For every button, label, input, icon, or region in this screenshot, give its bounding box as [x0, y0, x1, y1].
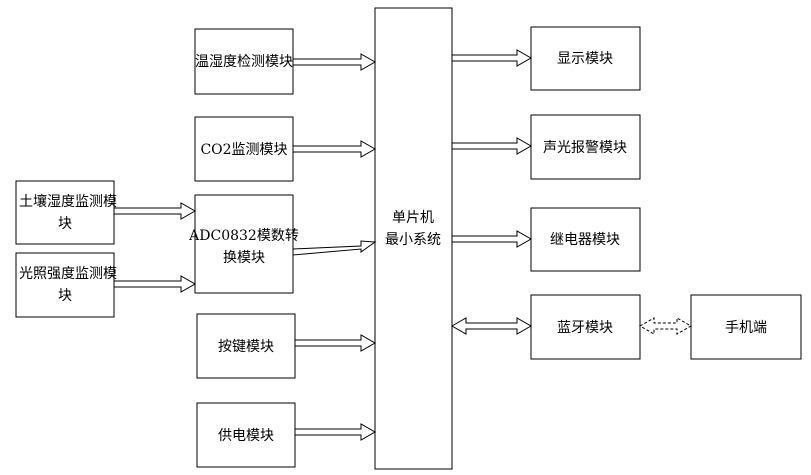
temp-humidity-label: 温湿度检测模块 — [195, 54, 293, 70]
arrow-mcu-to-alarm — [451, 137, 533, 155]
bluetooth-box — [530, 294, 641, 360]
phone-box — [690, 294, 802, 360]
mcu-box — [374, 7, 453, 470]
keys-label: 按键模块 — [218, 339, 274, 355]
display-box — [530, 26, 641, 91]
phone-node: 手机端 — [690, 294, 802, 360]
co2-label: CO2监测模块 — [200, 142, 287, 158]
sensor-node-light: 光照强度监测模 块 — [15, 252, 117, 318]
arrow-co2-to-mcu — [292, 140, 377, 158]
input-node-adc: ADC0832模数转 换模块 — [188, 194, 299, 294]
arrow-bluetooth-phone-wireless — [638, 317, 693, 335]
arrow-adc-to-mcu — [292, 240, 377, 256]
arrow-keys-to-mcu — [294, 334, 377, 352]
power-box — [196, 402, 296, 468]
input-node-temp-humidity: 温湿度检测模块 — [194, 28, 294, 95]
relay-label: 继电器模块 — [550, 232, 620, 248]
sensor-node-soil-moisture: 土壤湿度监测模 块 — [15, 180, 117, 245]
mcu-label-line-2: 最小系统 — [385, 232, 441, 248]
arrow-mcu-bluetooth-bidirectional — [450, 317, 533, 335]
output-node-alarm: 声光报警模块 — [530, 114, 641, 180]
arrow-mcu-to-display — [451, 49, 533, 67]
adc-label-line-2: 换模块 — [223, 249, 265, 266]
arrow-light-to-adc — [113, 275, 197, 293]
output-node-relay: 继电器模块 — [530, 207, 641, 272]
display-label: 显示模块 — [557, 51, 613, 67]
mcu-label-line-1: 单片机 — [392, 210, 434, 226]
light-box — [15, 252, 115, 318]
soil-moisture-label-line-1: 土壤湿度监测模 — [19, 193, 117, 210]
arrow-soil-moisture-to-adc — [113, 202, 197, 220]
temp-humidity-box — [194, 28, 294, 95]
adc-box — [194, 194, 294, 294]
keys-box — [196, 313, 296, 379]
soil-moisture-box — [15, 180, 115, 245]
co2-box — [194, 116, 294, 182]
alarm-label: 声光报警模块 — [543, 140, 627, 156]
power-label: 供电模块 — [218, 428, 274, 444]
bluetooth-label: 蓝牙模块 — [557, 320, 613, 336]
adc-label-line-1: ADC0832模数转 — [188, 228, 299, 244]
output-node-bluetooth: 蓝牙模块 — [530, 294, 641, 360]
arrow-power-to-mcu — [294, 423, 377, 441]
soil-moisture-label-line-2: 块 — [58, 216, 72, 232]
phone-label: 手机端 — [725, 320, 767, 336]
output-node-display: 显示模块 — [530, 26, 641, 91]
arrow-mcu-to-relay — [451, 230, 533, 248]
input-node-co2: CO2监测模块 — [194, 116, 294, 182]
alarm-box — [530, 114, 641, 180]
light-label-line-2: 块 — [58, 288, 72, 304]
light-label-line-1: 光照强度监测模 — [19, 266, 117, 282]
input-node-keys: 按键模块 — [196, 313, 296, 379]
input-node-power: 供电模块 — [196, 402, 296, 468]
arrow-temp-humidity-to-mcu — [292, 53, 377, 71]
mcu-node: 单片机 最小系统 — [374, 7, 453, 470]
